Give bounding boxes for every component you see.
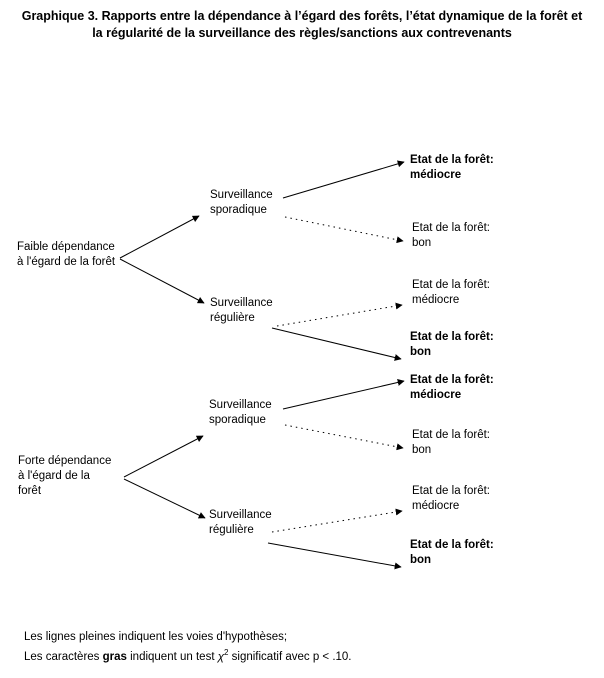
node-faible-dependance[interactable]: Faible dépendance à l'égard de la forêt xyxy=(17,241,116,268)
legend: Les lignes pleines indiquent les voies d… xyxy=(24,629,352,665)
legend-suffix: significatif avec p < .10. xyxy=(228,650,352,663)
node-forte-surveillance-reguliere[interactable]: Surveillance régulière xyxy=(209,509,272,536)
node-faible-surveillance-reguliere[interactable]: Surveillance régulière xyxy=(210,297,273,324)
edge-forte-sporadique-to-bon xyxy=(284,424,404,451)
edge-forte-sporadique-to-mediocre xyxy=(282,379,405,410)
legend-mid: indiquent un test xyxy=(126,650,218,663)
edge-faible-sporadique-to-bon xyxy=(284,216,404,244)
edge-forte-reguliere-to-bon xyxy=(267,542,402,570)
node-faible-surveillance-sporadique[interactable]: Surveillance sporadique xyxy=(210,189,273,216)
legend-line-bold: Les caractères gras indiquent un test χ2… xyxy=(24,645,352,665)
leaf-forte-reguliere-bon[interactable]: Etat de la forêt: bon xyxy=(410,539,494,566)
edge-faible-reguliere-to-bon xyxy=(271,327,402,361)
node-forte-surveillance-sporadique[interactable]: Surveillance sporadique xyxy=(209,399,272,426)
node-forte-dependance[interactable]: Forte dépendance à l'égard de la forêt xyxy=(18,455,112,497)
leaf-forte-sporadique-bon[interactable]: Etat de la forêt: bon xyxy=(412,429,490,456)
leaf-forte-reguliere-mediocre[interactable]: Etat de la forêt: médiocre xyxy=(412,485,490,512)
chi-symbol: χ xyxy=(217,650,224,663)
page-title: Graphique 3. Rapports entre la dépendanc… xyxy=(21,9,583,40)
leaf-forte-sporadique-mediocre[interactable]: Etat de la forêt: médiocre xyxy=(410,374,494,401)
legend-bold-word: gras xyxy=(102,650,127,663)
leaf-faible-reguliere-bon[interactable]: Etat de la forêt: bon xyxy=(410,331,494,358)
leaf-faible-sporadique-bon[interactable]: Etat de la forêt: bon xyxy=(412,222,490,249)
leaf-faible-sporadique-mediocre[interactable]: Etat de la forêt: médiocre xyxy=(410,154,494,181)
legend-line-solid: Les lignes pleines indiquent les voies d… xyxy=(24,631,288,643)
legend-prefix: Les caractères xyxy=(24,650,103,663)
chi-exponent: 2 xyxy=(224,648,229,657)
leaf-faible-reguliere-mediocre[interactable]: Etat de la forêt: médiocre xyxy=(412,279,490,306)
